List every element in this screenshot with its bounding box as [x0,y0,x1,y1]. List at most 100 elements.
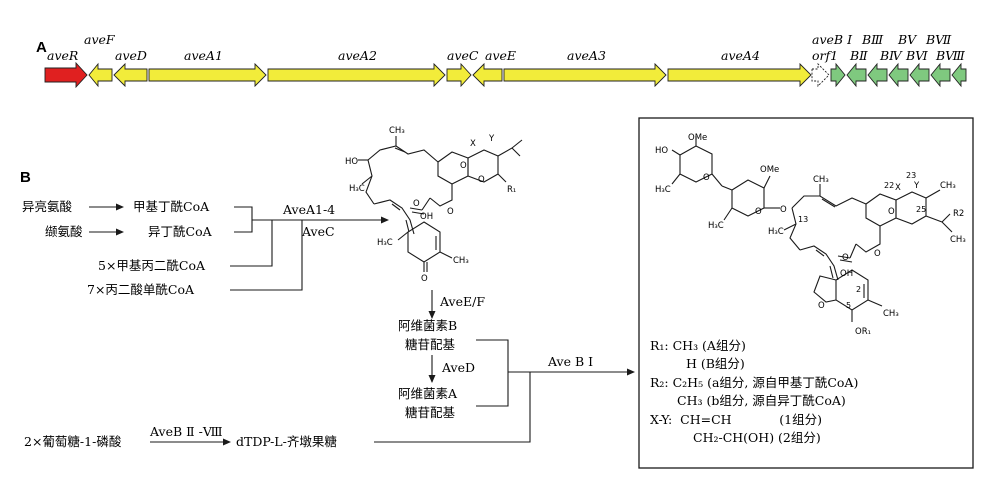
atom-r2: R2 [953,209,964,219]
aglycone-a-line2: 糖苷配基 [405,405,456,420]
legend-xy-2: CH₂-CH(OH) (2组分) [693,430,821,445]
gene-cluster-map [44,61,967,89]
gene-label-aveBIII: BⅢ [861,32,884,47]
atom-h3c: H₃C [349,184,365,194]
atom-oh: OH [420,212,433,222]
avermectin-product-box [638,117,974,469]
component-legend: R₁: CH₃ (A组分) H (B组分) R₂: C₂H₅ (a组分, 源自甲… [650,338,858,445]
gene-label-aveBV: BⅤ [897,32,918,47]
gene-label-aveF: aveF [84,32,116,47]
atom-n22: 22 [884,181,894,190]
gene-aveBVII-arrow [951,62,967,88]
legend-r2-b: CH₃ (b组分, 源自异丁酰CoA) [677,393,846,408]
legend-r1-b: H (B组分) [686,356,745,371]
gene-label-aveBIV: BⅣ [879,48,903,63]
gene-aveBII-arrow [846,62,867,88]
atom-h3c: H₃C [655,185,671,195]
aglycone-b-line2: 糖苷配基 [405,337,456,352]
legend-xy: X-Y: CH=CH (1组分) [650,412,822,427]
atom-h3c: H₃C [768,227,784,237]
atom-o: O [780,205,787,215]
enzyme-aveBII-VIII: AveB Ⅱ -Ⅷ [149,424,223,439]
atom-o: O [874,249,881,259]
gene-label-aveC: aveC [447,48,479,63]
gene-label-orf1: orf1 [812,48,838,63]
atom-r1: R₁ [507,185,516,195]
enzyme-aveC: AveC [301,224,335,239]
gene-label-aveA3: aveA3 [567,48,606,63]
gene-label-aveA1: aveA1 [184,48,223,63]
aglycone-structure [358,136,523,272]
atom-n25: 25 [916,205,926,214]
gene-aveBIII-arrow [867,62,888,88]
sugar-source: 2×葡萄糖-1-磷酸 [24,434,122,449]
atom-n13: 13 [798,215,808,224]
aglycone-bracket [476,339,509,407]
atom-o: O [818,301,825,311]
avermectin-atom-labels: OMe HO H₃C O OMe H₃C O O 13 CH₃ H₃C O 22… [655,133,966,337]
gene-aveBVI-arrow [930,62,951,88]
gene-orf1-arrow [811,62,830,88]
gene-label-aveD: aveD [115,48,147,63]
gene-label-aveR: aveR [47,48,78,63]
atom-ome: OMe [688,133,707,143]
gene-label-aveE: aveE [485,48,516,63]
precursor-connectors [230,206,303,291]
avermectin-structure [671,136,953,322]
atom-or1: OR₁ [855,327,871,337]
gene-aveF-arrow [88,62,113,88]
atom-ch3: CH₃ [813,175,829,185]
gene-aveR-arrow [44,61,88,89]
aglycone-atom-labels: CH₃ HO H₃C X Y O O R₁ O O OH H₃C CH₃ O [345,126,516,284]
atom-ho: HO [345,157,358,167]
panel-a-label: A [36,39,47,56]
gene-aveA3-arrow [503,62,667,88]
gene-aveA1-arrow [148,62,267,88]
atom-o: O [478,175,485,185]
enzyme-aveD: AveD [441,360,475,375]
atom-h3c: H₃C [708,221,724,231]
gene-label-aveBVIII: BⅧ [935,48,965,63]
atom-oh: OH [840,269,853,279]
atom-o: O [703,173,710,183]
precursor-methylbutyryl-coa: 甲基丁酰CoA [133,199,210,214]
atom-ch3: CH₃ [883,309,899,319]
gene-label-aveBII: BⅡ [849,48,868,63]
gene-aveA2-arrow [267,62,446,88]
legend-r1: R₁: CH₃ (A组分) [650,338,746,353]
panel-b-label: B [20,169,31,186]
gene-label-aveA4: aveA4 [721,48,760,63]
gene-aveD-arrow [113,62,148,88]
gene-aveBI-arrow [830,62,846,88]
gene-label-aveA2: aveA2 [338,48,377,63]
gene-label-aveBVII: BⅦ [925,32,952,47]
precursor-isoleucine: 异亮氨酸 [22,199,73,214]
atom-y: Y [913,181,920,191]
aglycone-b-line1: 阿维菌素B [398,318,457,333]
gene-aveC-arrow [446,62,472,88]
atom-n23: 23 [906,171,916,180]
gene-aveBV-arrow [909,62,930,88]
precursor-isobutyryl-coa: 异丁酰CoA [148,224,213,239]
gene-label-aveBI: aveB Ⅰ [812,32,853,47]
atom-ch3: CH₃ [389,126,405,136]
atom-o: O [842,253,849,263]
atom-o: O [447,207,454,217]
legend-r2: R₂: C₂H₅ (a组分, 源自甲基丁酰CoA) [650,375,858,390]
atom-x: X [895,183,901,193]
atom-o: O [755,207,762,217]
precursor-methylmalonyl-coa: 5×甲基丙二酰CoA [98,258,206,273]
atom-x: X [470,139,476,149]
gene-labels: aveR aveF aveD aveA1 aveA2 aveC aveE ave… [47,32,965,63]
atom-h3c: H₃C [377,238,393,248]
atom-ome: OMe [760,165,779,175]
atom-o: O [460,161,467,171]
atom-ho: HO [655,146,668,156]
atom-ch3: CH₃ [940,181,956,191]
precursor-malonyl-coa: 7×丙二酸单酰CoA [87,282,195,297]
precursor-valine: 缬氨酸 [45,224,83,239]
atom-ch3: CH₃ [453,256,469,266]
atom-ch3: CH₃ [950,235,966,245]
gene-aveE-arrow [472,62,503,88]
atom-n5: 5 [846,301,851,310]
